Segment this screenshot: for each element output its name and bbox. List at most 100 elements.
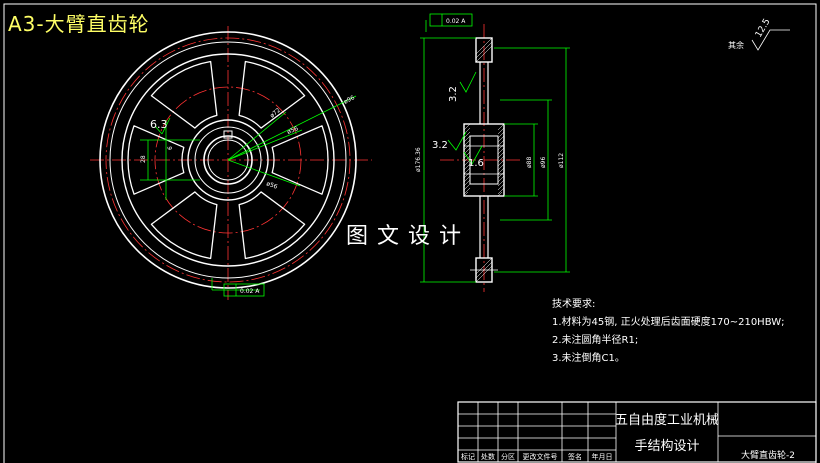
spoke-opening xyxy=(271,125,329,195)
hatch-line xyxy=(497,159,505,167)
hatch-line xyxy=(497,179,505,187)
dim-label-side-3: ø96 xyxy=(540,157,547,168)
tech-req-item-2: 2.未注圆角半径R1; xyxy=(552,335,639,346)
hatch-line xyxy=(475,41,493,59)
hatch-line xyxy=(497,151,505,159)
tb-footer-1: 处数 xyxy=(481,452,495,461)
hatch-line xyxy=(475,265,493,283)
front-dim-labels: ø96 ø72 ø56 ø56 28 6 6.3 xyxy=(140,94,356,191)
addendum-circle xyxy=(99,31,357,289)
tolerance-box-front: 0.02 A xyxy=(223,283,265,297)
tb-footer-2: 分区 xyxy=(501,452,515,461)
spoke-opening xyxy=(150,60,218,129)
roughness-mark-side-2 xyxy=(447,131,467,151)
hub-outer-circle xyxy=(187,119,269,201)
spoke-opening xyxy=(238,60,306,129)
title-block xyxy=(457,401,817,463)
title-block-frame xyxy=(457,401,817,463)
hatch-line xyxy=(497,187,505,195)
hatch-line xyxy=(501,123,505,127)
tech-req-item-3: 3.未注倒角C1。 xyxy=(552,353,625,364)
bore-chamfer-circle xyxy=(207,139,249,181)
hatch-line xyxy=(497,155,505,163)
hub-chamfer-circle xyxy=(194,126,262,194)
roughness-mark-front-b xyxy=(161,117,171,135)
hatch-line xyxy=(463,143,471,151)
hatch-line xyxy=(467,123,471,127)
hatch-line xyxy=(497,135,505,143)
keyway xyxy=(223,130,233,139)
roughness-label-side-2: 3.2 xyxy=(432,140,448,151)
spoke-opening xyxy=(127,125,185,195)
hatch-line xyxy=(497,175,505,183)
hatch-line xyxy=(487,37,493,43)
hatch-line xyxy=(497,167,505,175)
pitch-circle xyxy=(105,37,351,283)
hatch-line xyxy=(487,257,493,263)
hatch-line xyxy=(463,159,471,167)
roughness-label-side-1: 3.2 xyxy=(448,86,459,102)
spoke-opening xyxy=(150,191,218,260)
dim-label-6: 6 xyxy=(167,146,174,150)
spokes xyxy=(127,60,329,260)
tb-footer-0: 标记 xyxy=(461,452,475,461)
dim-label-side-2: ø88 xyxy=(526,157,533,168)
roughness-label-side-3: 1.6 xyxy=(468,158,484,169)
watermark-text: 图文设计 xyxy=(346,224,471,249)
tb-footer-3: 更改文件号 xyxy=(523,452,558,461)
roughness-label-front: 6.3 xyxy=(150,118,168,131)
rim-inner-circle xyxy=(121,53,335,267)
gear-front-view xyxy=(90,26,372,300)
tolerance-front-label: 0.02 A xyxy=(240,288,260,295)
dim-leader-2 xyxy=(227,111,287,161)
side-dim-labels: ø176.36 ø88 ø96 ø112 3.2 3.2 1.6 xyxy=(415,86,565,172)
tb-project-line1: 五自由度工业机械 xyxy=(615,412,719,428)
tolerance-box-side: 0.02 A xyxy=(429,13,473,27)
technical-requirements: 技术要求: 1.材料为45钢, 正火处理后齿面硬度170~210HBW; 2.未… xyxy=(552,296,784,368)
hatch-line xyxy=(497,143,505,151)
hatch-line xyxy=(497,127,505,135)
tolerance-side-label: 0.02 A xyxy=(446,18,466,25)
roughness-rest-symbol: 其余 12.5 xyxy=(728,17,790,51)
hatch-line xyxy=(463,139,471,147)
rim-top-section xyxy=(475,37,493,63)
tech-req-heading: 技术要求: xyxy=(552,299,596,310)
hatch-line xyxy=(497,171,505,179)
hatch-line xyxy=(497,183,505,191)
hatch-line xyxy=(463,179,471,187)
bore-circle xyxy=(203,135,253,185)
dim-leader-3 xyxy=(227,129,303,161)
spoke-hole-circle xyxy=(154,86,302,234)
title-block-text: 五自由度工业机械 手结构设计 大臂直齿轮-2 标记 处数 分区 更改文件号 签名… xyxy=(461,412,795,461)
spoke-opening xyxy=(238,191,306,260)
drawing-title: A3-大臂直齿轮 xyxy=(8,12,150,36)
hatch-line xyxy=(463,187,471,195)
roughness-mark-front xyxy=(154,125,163,135)
hatch-line xyxy=(463,155,471,163)
hatch-line xyxy=(463,171,471,179)
hatch-line xyxy=(463,151,471,159)
dim-leader-1 xyxy=(227,95,357,161)
dim-label-1: ø96 xyxy=(343,94,356,106)
tb-part-name: 大臂直齿轮-2 xyxy=(741,449,795,461)
tb-project-line2: 手结构设计 xyxy=(634,439,699,454)
tb-footer-5: 年月日 xyxy=(592,452,613,461)
hatch-line xyxy=(497,191,503,197)
dim-label-4: ø56 xyxy=(265,180,278,191)
side-view-dimensions xyxy=(420,20,570,283)
hatch-line xyxy=(463,175,471,183)
dedendum-circle xyxy=(109,41,347,279)
tb-footer-4: 签名 xyxy=(568,452,582,461)
dim-label-3: ø56 xyxy=(286,125,299,136)
roughness-rest-label: 其余 xyxy=(728,40,744,50)
hatch-line xyxy=(497,163,505,171)
roughness-mark-side-3 xyxy=(463,145,483,165)
roughness-mark-side-1 xyxy=(459,71,477,93)
front-view-dimensions xyxy=(140,95,357,291)
dim-label-side-1: ø176.36 xyxy=(415,147,422,172)
hatch-line xyxy=(463,131,471,139)
hatch-line xyxy=(475,45,493,63)
tech-req-item-1: 1.材料为45钢, 正火处理后齿面硬度170~210HBW; xyxy=(552,317,785,328)
drawing-border xyxy=(3,3,817,463)
